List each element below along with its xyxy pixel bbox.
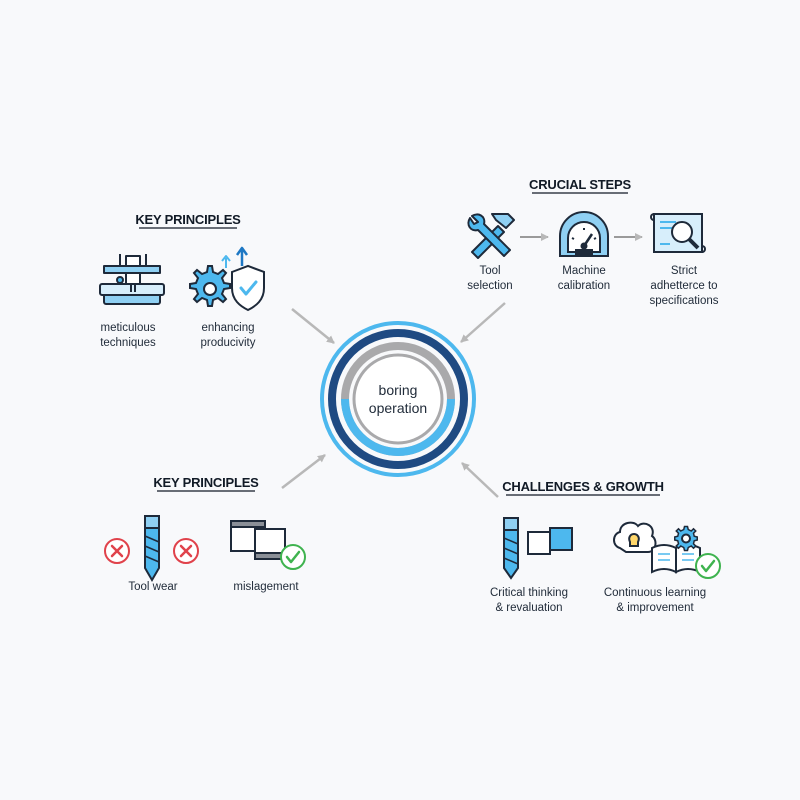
challenges-growth-section: CHALLENGES & GROWTH Critical thinking & … [490,479,721,614]
arrow-top-left [291,308,335,344]
enhancing-label-line2: producivity [201,337,256,349]
arrow-top-right [460,302,506,343]
continuous-learning-line2: & improvement [616,602,694,614]
key-principles-bottom-title: KEY PRINCIPLES [153,475,259,490]
gear-shield-check-icon [189,246,265,312]
critical-thinking-line1: Critical thinking [490,587,568,599]
connector-arrows [281,302,506,498]
key-principles-top-title: KEY PRINCIPLES [135,212,241,227]
drill-bit-cross-icon [144,515,160,582]
arrow-bottom-right [461,462,499,498]
tool-wear-label: Tool wear [128,581,177,593]
drill-bit-block-icon [503,517,573,580]
meticulous-label-line1: meticulous [101,322,156,334]
hammer-wrench-icon [467,213,515,259]
misaligned-blocks-check-icon [230,520,306,570]
strict-adherence-line3: specifications [649,295,718,307]
strict-adherence-line1: Strict [671,265,698,277]
crucial-steps-section: CRUCIAL STEPS Tool selection Machine cal… [467,177,718,307]
machine-calibration-line2: calibration [558,280,610,292]
gauge-icon [559,211,609,257]
mislagement-label: mislagement [233,581,299,593]
enhancing-label-line1: enhancing [201,322,254,334]
meticulous-label-line2: techniques [100,337,156,349]
brain-book-gear-icon [613,521,721,579]
critical-thinking-line2: & revaluation [495,602,562,614]
tool-selection-line1: Tool [479,265,500,277]
key-principles-bottom-section: KEY PRINCIPLES Tool wear mislageme [104,475,306,593]
crucial-steps-title: CRUCIAL STEPS [529,177,631,192]
center-label-line2: operation [369,400,427,416]
center-label-line1: boring [379,382,418,398]
cross-icon-left [104,538,130,564]
challenges-growth-title: CHALLENGES & GROWTH [502,479,664,494]
blueprint-magnifier-icon [650,213,706,253]
arrow-bottom-left [281,454,326,489]
caliper-machine-icon [99,254,165,305]
center-ring: boring operation [320,321,476,477]
machine-calibration-line1: Machine [562,265,605,277]
key-principles-top-section: KEY PRINCIPLES meticulous techniques enh… [99,212,265,349]
cross-icon-right [173,538,199,564]
continuous-learning-line1: Continuous learning [604,587,706,599]
tool-selection-line2: selection [467,280,512,292]
strict-adherence-line2: adhetterce to [650,280,717,292]
